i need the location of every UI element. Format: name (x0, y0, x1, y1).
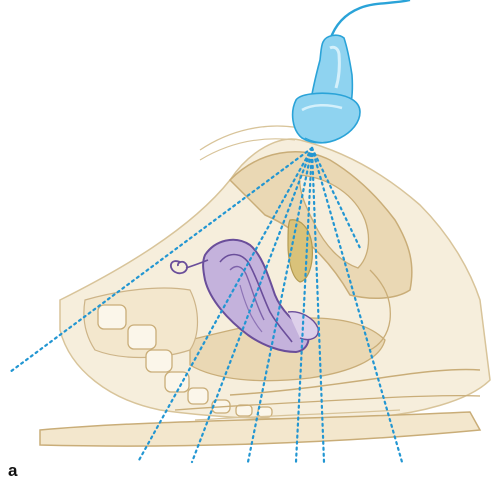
panel-label: a (8, 461, 17, 481)
ultrasound-transducer-icon (293, 35, 360, 143)
probe-cable (330, 0, 410, 40)
